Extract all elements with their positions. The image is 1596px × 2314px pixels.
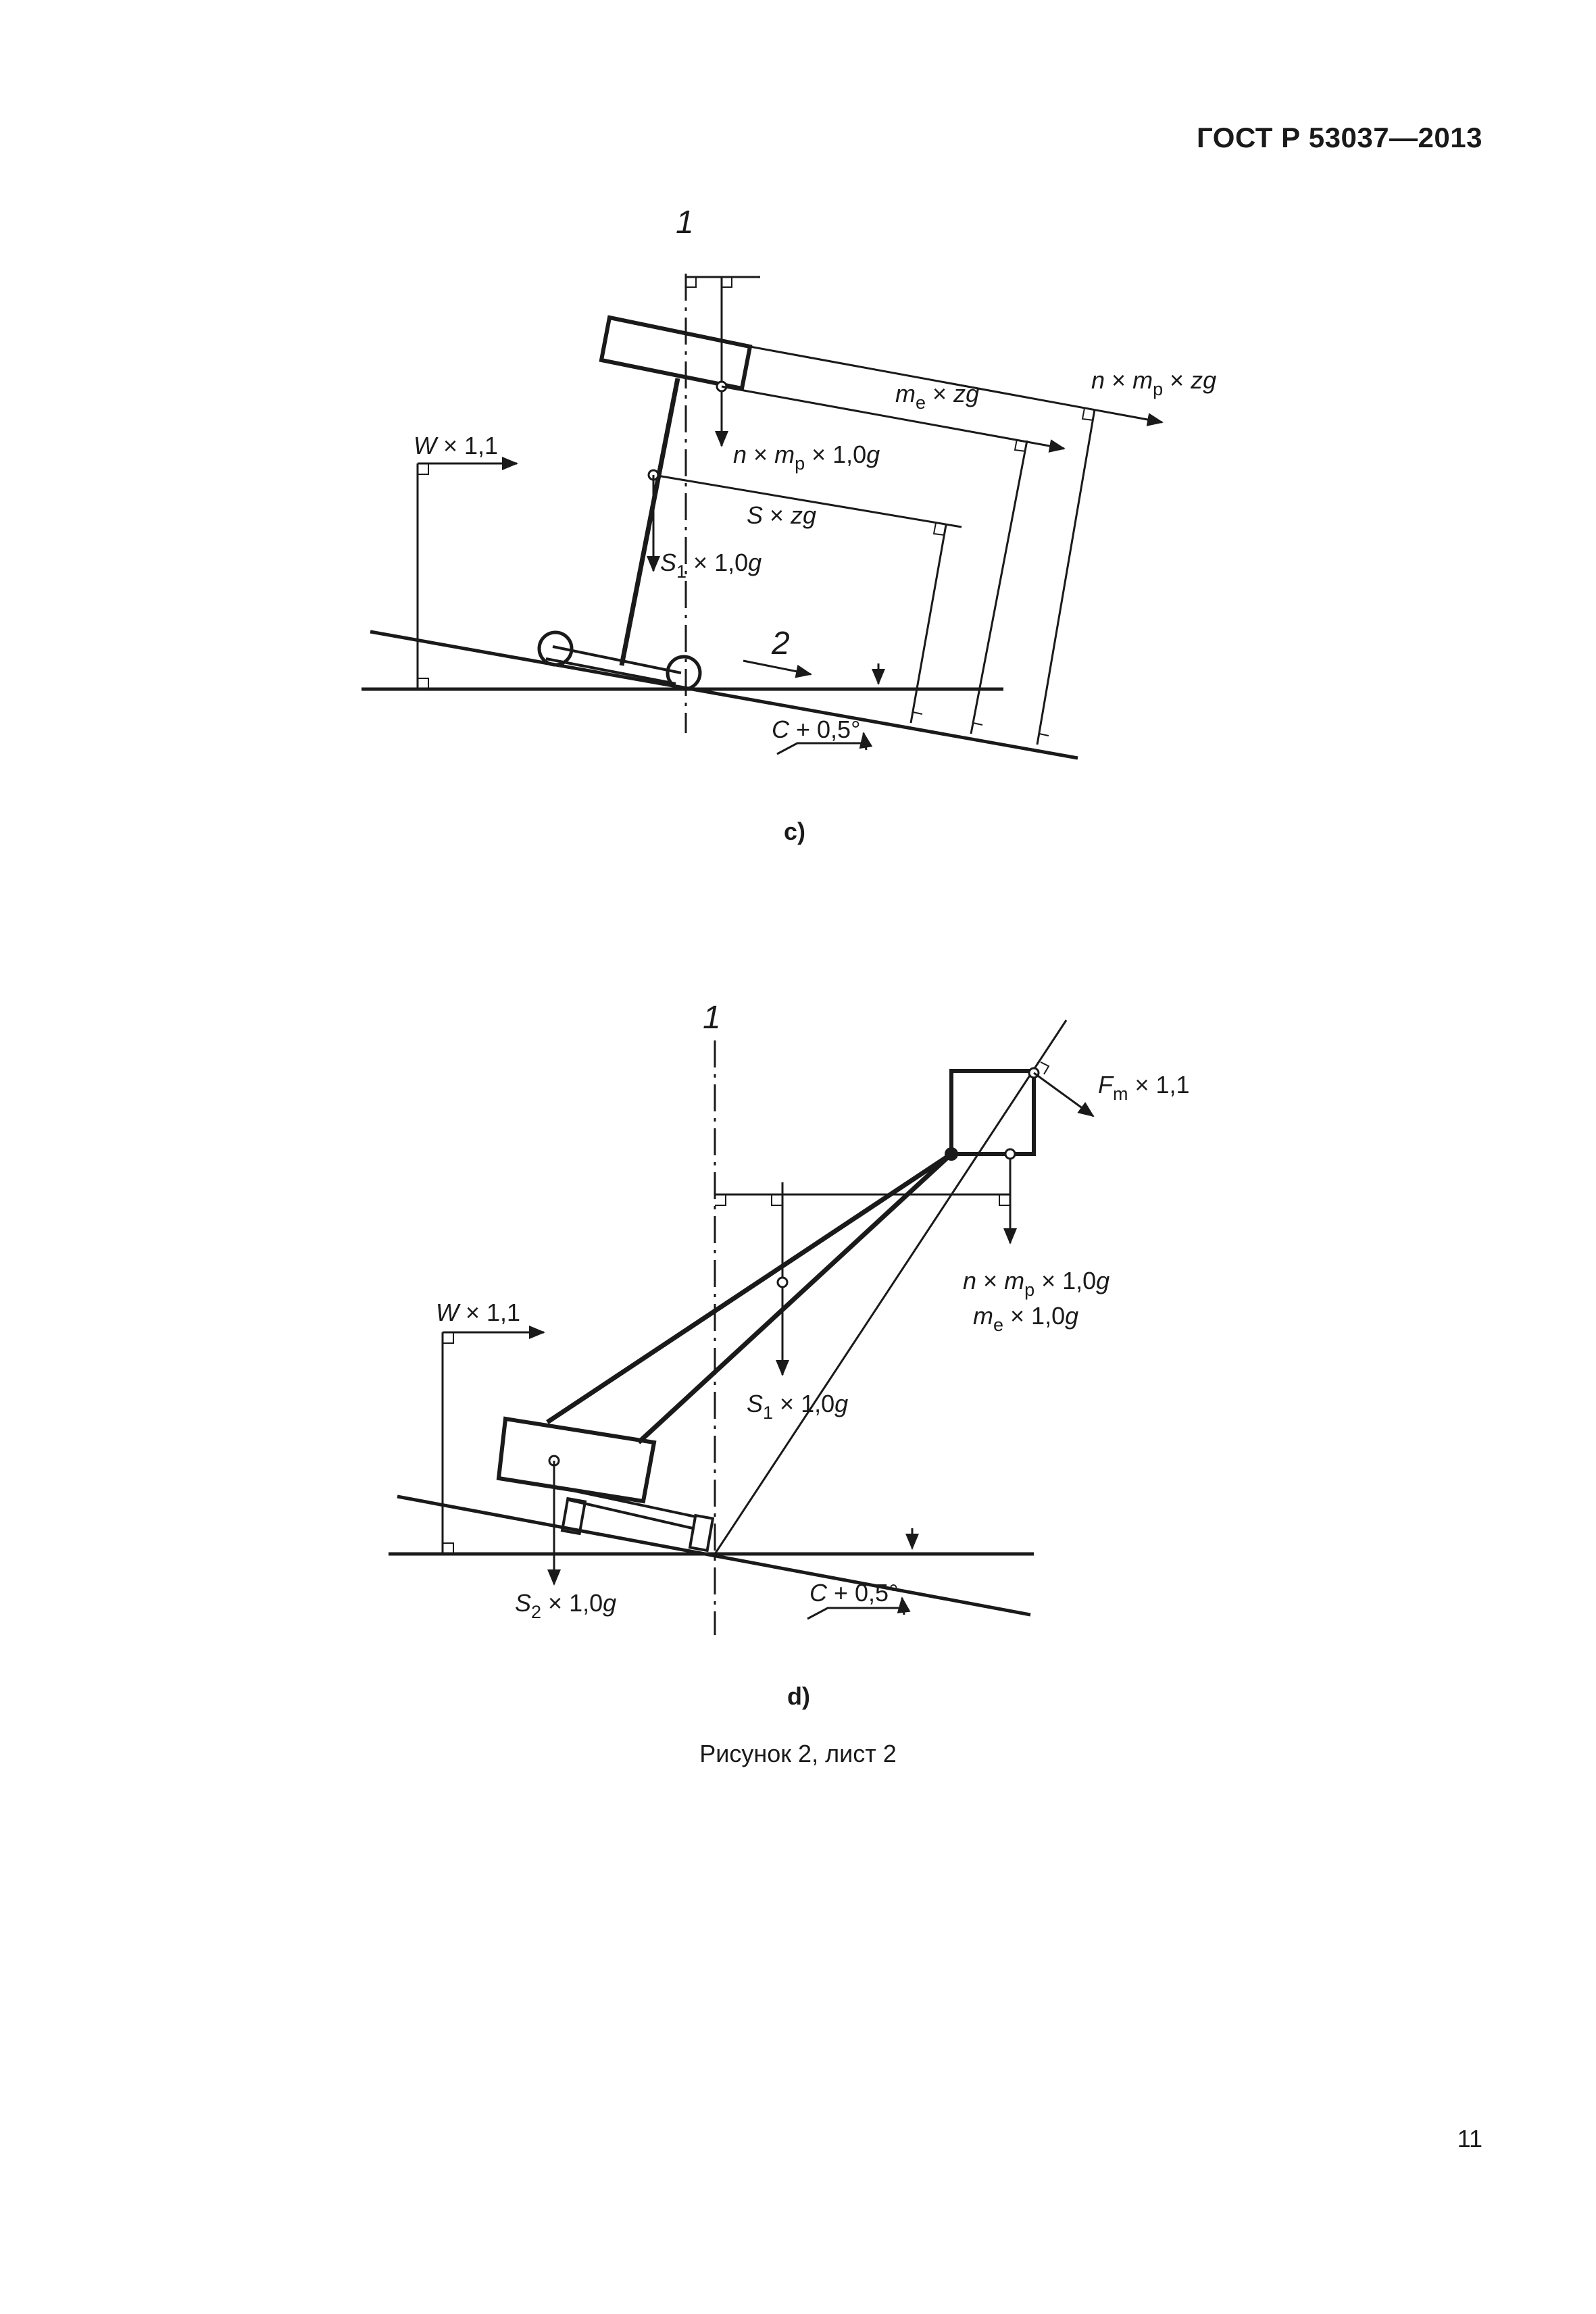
- figure-c-platform: [599, 315, 753, 391]
- figure-c-front-wheel: [537, 630, 574, 667]
- figure-c-label-me-zg: me × zg: [895, 380, 979, 413]
- figure-c-sublabel: c): [784, 818, 806, 845]
- figure-c-slope-line: [370, 630, 1078, 760]
- figure-c-label-s-zg: S × zg: [747, 501, 816, 529]
- figure-c-label-n-mp-zg: n × mp × zg: [1091, 366, 1216, 399]
- figure-d-boom-lower: [637, 1152, 953, 1444]
- figure-d-boom-upper: [546, 1152, 953, 1424]
- figure-d-drawing: [389, 1020, 1095, 1635]
- figure-d-label-me-10g: me × 1,0g: [973, 1302, 1078, 1335]
- figure-c-label-s1-10g: S1 × 1,0g: [660, 549, 762, 582]
- figure-c-chassis: [552, 645, 682, 674]
- figure-d-base: [496, 1416, 657, 1504]
- figure-d-label-fm: Fm × 1,1: [1098, 1071, 1190, 1104]
- figure-c-drawing: [361, 274, 1164, 760]
- figure-d-label-s2-10g: S2 × 1,0g: [515, 1589, 616, 1622]
- figure-caption: Рисунок 2, лист 2: [699, 1740, 897, 1767]
- page-number: 11: [1457, 2125, 1482, 2153]
- document-id-header: ГОСТ Р 53037—2013: [1197, 122, 1482, 153]
- figure-c-callout-1: 1: [676, 205, 694, 241]
- figure-c-label-w: W × 1,1: [414, 432, 498, 459]
- figure-d-label-w: W × 1,1: [436, 1299, 520, 1326]
- figure-d-sublabel: d): [787, 1682, 810, 1710]
- figure-d-label-angle: C + 0,5°: [809, 1579, 898, 1607]
- figure-d-slope-line: [397, 1494, 1031, 1617]
- figure-c-rear-wheel: [666, 655, 702, 691]
- figure-c-callout-2: 2: [771, 626, 790, 661]
- figure-c-label-angle: C + 0,5°: [772, 715, 860, 743]
- figure-d-platform: [949, 1069, 1036, 1156]
- figure-d-label-s1-10g: S1 × 1,0g: [747, 1390, 848, 1423]
- figure-d-label-n-mp-10g: n × mp × 1,0g: [963, 1267, 1109, 1300]
- figure-d-callout-1: 1: [703, 1000, 721, 1036]
- figure-c-label-n-mp-10g: n × mp × 1,0g: [733, 441, 880, 474]
- figure-c-mast: [619, 378, 680, 666]
